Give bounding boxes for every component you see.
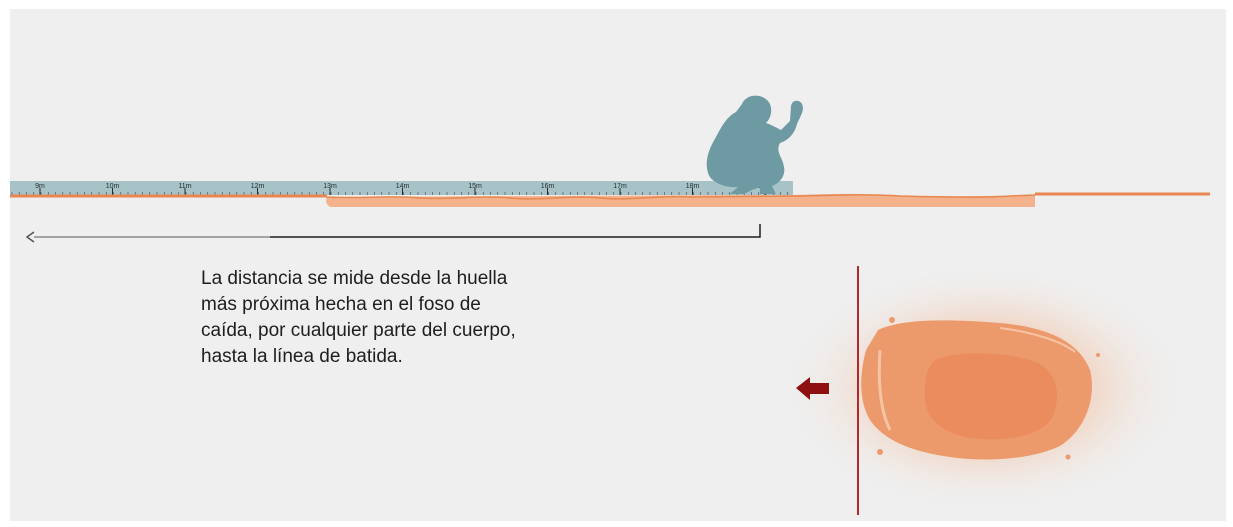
measuring-tape [10, 181, 793, 195]
crouching-jumper-silhouette [706, 95, 803, 194]
tape-label: 9m [35, 183, 45, 190]
sand-speck [1065, 454, 1071, 460]
measurement-bracket [270, 224, 761, 238]
tape-label: 11m [178, 183, 191, 190]
sand-speck [1096, 353, 1100, 357]
caption-line-3: caída, por cualquier parte del cuerpo, [201, 320, 516, 341]
tape-label: 18m [686, 183, 700, 190]
caption-line-4: hasta la línea de batida. [201, 346, 403, 367]
tape-label: 14m [396, 183, 410, 190]
tape-tick-labels: 9m10m11m12m13m14m15m16m17m18m19m [35, 183, 772, 190]
sand-pit [326, 193, 1035, 207]
tape-minor-ticks [11, 188, 789, 195]
sand-surface-line [326, 194, 1036, 200]
sand-speck [889, 317, 895, 323]
direction-arrow-icon [796, 377, 829, 400]
footprint-edge-detail [877, 349, 892, 431]
tape-label: 10m [106, 183, 120, 190]
footprint-edge-detail-2 [999, 327, 1076, 353]
tape-label: 15m [468, 183, 482, 190]
tape-label: 17m [613, 183, 627, 190]
footprint-inner-mark [924, 353, 1057, 440]
tape-label: 12m [251, 183, 265, 190]
tape-label: 13m [323, 183, 337, 190]
sand-speck [877, 449, 883, 455]
tape-label: 16m [541, 183, 555, 190]
caption: La distancia se mide desde la huella más… [201, 266, 621, 370]
caption-line-1: La distancia se mide desde la huella [201, 268, 508, 289]
arrow-left-icon [25, 231, 35, 243]
caption-line-2: más próxima hecha en el foso de [201, 294, 481, 315]
